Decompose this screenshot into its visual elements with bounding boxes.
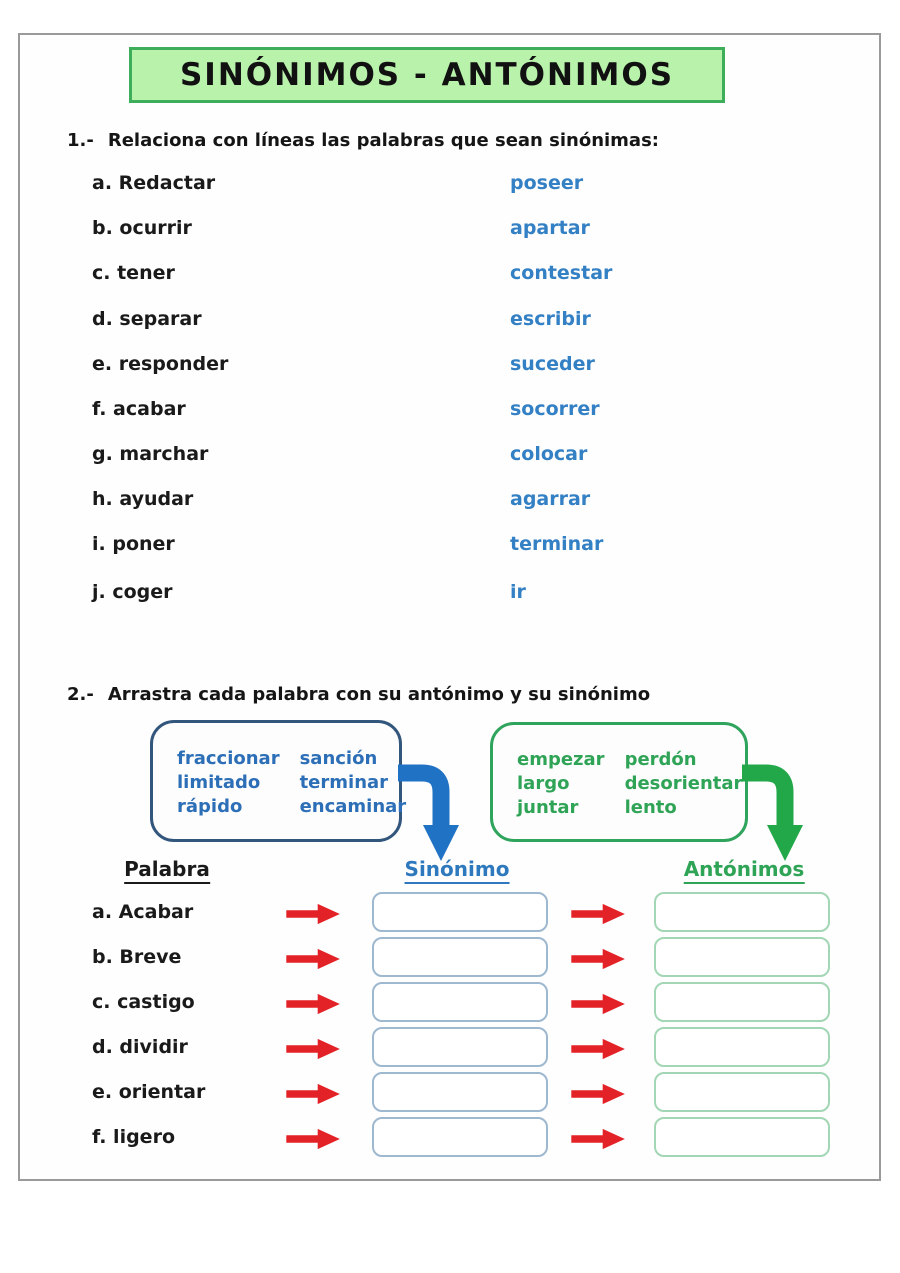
antonym-drop-slot[interactable]: [654, 982, 830, 1022]
ex1-pair-row: g. marchar colocar: [20, 443, 883, 471]
ex2-row: f. ligero: [20, 1117, 883, 1161]
ex1-pair-row: d. separar escribir: [20, 308, 883, 336]
ex2-row: e. orientar: [20, 1072, 883, 1116]
ex1-left-word[interactable]: h. ayudar: [92, 488, 194, 510]
ex1-right-word[interactable]: apartar: [510, 217, 590, 239]
bank-word[interactable]: desorientar: [624, 772, 743, 794]
synonym-drop-slot[interactable]: [372, 1117, 548, 1157]
exercise2-number: 2.-: [67, 684, 94, 705]
antonym-drop-slot[interactable]: [654, 937, 830, 977]
antonym-drop-slot[interactable]: [654, 1117, 830, 1157]
bank-word[interactable]: encaminar: [299, 795, 407, 817]
ex1-pair-row: f. acabar socorrer: [20, 398, 883, 426]
ex2-row: b. Breve: [20, 937, 883, 981]
column-header-palabra: Palabra: [124, 857, 210, 884]
bank-word[interactable]: fraccionar: [177, 747, 280, 769]
ex2-row: d. dividir: [20, 1027, 883, 1071]
ex1-right-word[interactable]: colocar: [510, 443, 588, 465]
synonym-drop-slot[interactable]: [372, 892, 548, 932]
ex2-word-label: d. dividir: [92, 1036, 188, 1058]
ex1-right-word[interactable]: terminar: [510, 533, 604, 555]
synonym-drop-slot[interactable]: [372, 937, 548, 977]
ex2-word-label: c. castigo: [92, 991, 195, 1013]
worksheet-title: SINÓNIMOS - ANTÓNIMOS: [179, 57, 675, 93]
ex2-row: c. castigo: [20, 982, 883, 1026]
bank-word[interactable]: juntar: [517, 796, 579, 818]
red-arrow-icon: [571, 1128, 625, 1150]
bank-word[interactable]: sanción: [299, 747, 378, 769]
green-elbow-arrow-icon: [742, 764, 803, 861]
antonym-drop-slot[interactable]: [654, 1027, 830, 1067]
ex1-right-word[interactable]: poseer: [510, 172, 584, 194]
ex1-left-word[interactable]: i. poner: [92, 533, 175, 555]
ex1-right-word[interactable]: suceder: [510, 353, 595, 375]
ex2-word-label: e. orientar: [92, 1081, 206, 1103]
red-arrow-icon: [286, 1128, 340, 1150]
red-arrow-icon: [571, 948, 625, 970]
ex1-left-word[interactable]: g. marchar: [92, 443, 209, 465]
ex2-word-label: f. ligero: [92, 1126, 175, 1148]
synonym-drop-slot[interactable]: [372, 1027, 548, 1067]
ex1-left-word[interactable]: a. Redactar: [92, 172, 216, 194]
ex1-right-word[interactable]: escribir: [510, 308, 591, 330]
worksheet-page: SINÓNIMOS - ANTÓNIMOS 1.- Relaciona con l…: [18, 33, 881, 1181]
ex2-row: a. Acabar: [20, 892, 883, 936]
ex1-pair-row: i. poner terminar: [20, 533, 883, 561]
red-arrow-icon: [286, 1083, 340, 1105]
red-arrow-icon: [571, 903, 625, 925]
ex2-word-label: a. Acabar: [92, 901, 194, 923]
synonym-drop-slot[interactable]: [372, 1072, 548, 1112]
ex2-word-label: b. Breve: [92, 946, 182, 968]
bank-word[interactable]: terminar: [299, 771, 389, 793]
ex1-left-word[interactable]: j. coger: [92, 581, 173, 603]
bank-word[interactable]: lento: [624, 796, 677, 818]
red-arrow-icon: [571, 1038, 625, 1060]
bank-word[interactable]: rápido: [177, 795, 243, 817]
ex1-pair-row: j. coger ir: [20, 581, 883, 609]
red-arrow-icon: [571, 993, 625, 1015]
red-arrow-icon: [286, 993, 340, 1015]
ex1-left-word[interactable]: e. responder: [92, 353, 229, 375]
antonym-word-bank: empezar perdón largo desorientar juntar …: [490, 722, 748, 842]
ex1-right-word[interactable]: contestar: [510, 262, 613, 284]
synonym-word-bank: fraccionar sanción limitado terminar ráp…: [150, 720, 406, 842]
bank-word[interactable]: largo: [517, 772, 570, 794]
ex1-pair-row: e. responder suceder: [20, 353, 883, 381]
ex1-left-word[interactable]: f. acabar: [92, 398, 186, 420]
red-arrow-icon: [286, 903, 340, 925]
exercise1-instruction: 1.- Relaciona con líneas las palabras que…: [67, 130, 659, 151]
ex1-right-word[interactable]: socorrer: [510, 398, 600, 420]
exercise1-number: 1.-: [67, 130, 94, 151]
ex1-right-word[interactable]: agarrar: [510, 488, 591, 510]
column-header-sinonimo: Sinónimo: [404, 857, 510, 884]
ex1-left-word[interactable]: b. ocurrir: [92, 217, 192, 239]
ex1-pair-row: c. tener contestar: [20, 262, 883, 290]
ex1-right-word[interactable]: ir: [510, 581, 526, 603]
worksheet-title-box: SINÓNIMOS - ANTÓNIMOS: [129, 47, 725, 103]
exercise2-instruction: 2.- Arrastra cada palabra con su antónimo…: [67, 684, 650, 705]
ex1-pair-row: b. ocurrir apartar: [20, 217, 883, 245]
exercise1-instruction-text: Relaciona con líneas las palabras que se…: [107, 130, 659, 151]
ex1-pair-row: a. Redactar poseer: [20, 172, 883, 200]
column-header-antonimos: Antónimos: [683, 857, 805, 884]
bank-word[interactable]: empezar: [517, 748, 605, 770]
blue-elbow-arrow-icon: [398, 764, 459, 861]
antonym-drop-slot[interactable]: [654, 892, 830, 932]
red-arrow-icon: [571, 1083, 625, 1105]
synonym-drop-slot[interactable]: [372, 982, 548, 1022]
antonym-drop-slot[interactable]: [654, 1072, 830, 1112]
ex1-left-word[interactable]: c. tener: [92, 262, 175, 284]
red-arrow-icon: [286, 948, 340, 970]
bank-word[interactable]: perdón: [624, 748, 697, 770]
red-arrow-icon: [286, 1038, 340, 1060]
bank-word[interactable]: limitado: [177, 771, 261, 793]
ex1-left-word[interactable]: d. separar: [92, 308, 202, 330]
exercise2-instruction-text: Arrastra cada palabra con su antónimo y …: [107, 684, 651, 705]
ex1-pair-row: h. ayudar agarrar: [20, 488, 883, 516]
